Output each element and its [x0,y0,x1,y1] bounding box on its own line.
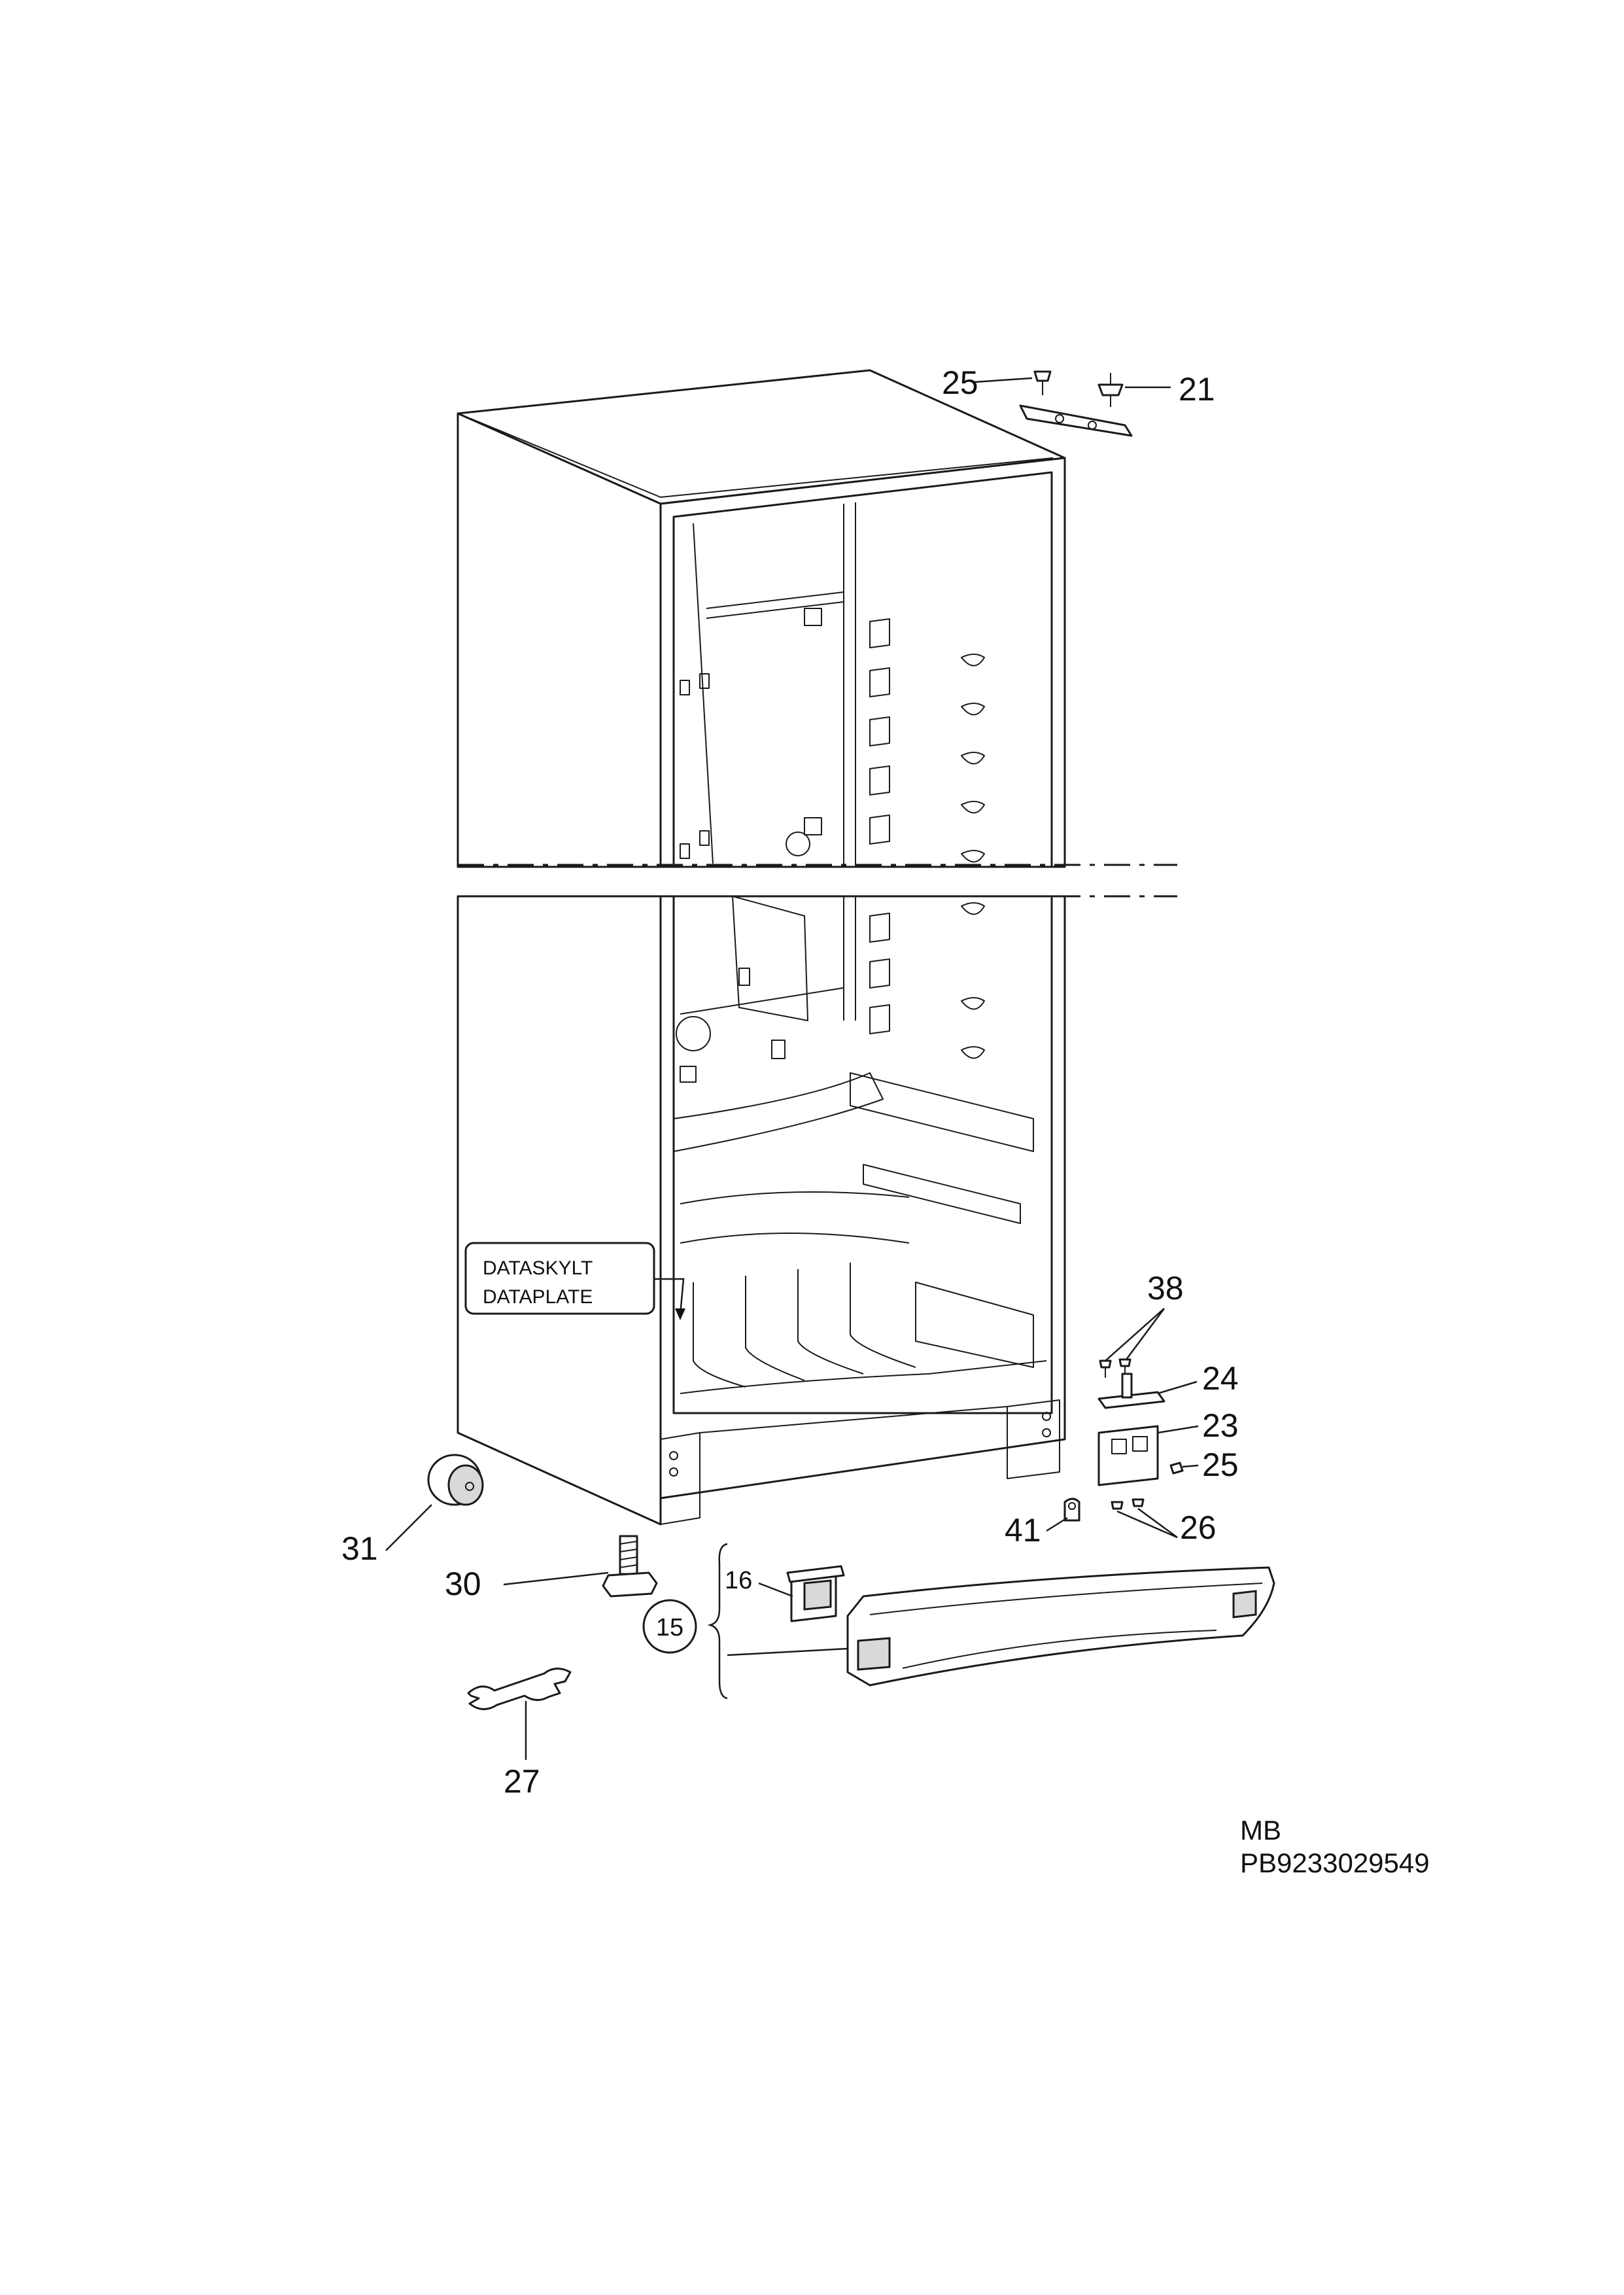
callout-23: 23 [1202,1407,1239,1444]
footer-line1: MB [1240,1815,1281,1846]
callout-41: 41 [1005,1512,1041,1549]
callout-38: 38 [1147,1270,1184,1306]
part-31-knob [385,1454,484,1551]
part-30-foot [503,1535,658,1598]
callout-27: 27 [504,1763,540,1800]
top-hinge-parts [974,370,1171,437]
callout-24: 24 [1202,1360,1239,1397]
callout-30: 30 [445,1566,481,1602]
footer-line2: PB9233029549 [1240,1848,1430,1878]
callout-15: 15 [656,1614,683,1641]
part-27-wrench [467,1668,572,1760]
callout-26: 26 [1180,1509,1217,1546]
callout-31: 31 [341,1530,378,1567]
data-label-line1: DATASKYLT [483,1257,593,1279]
data-plate-label: DATASKYLT DATAPLATE [464,1242,685,1320]
callout-21: 21 [1179,371,1215,408]
callout-16: 16 [725,1567,752,1594]
cabinet-body [457,369,1066,868]
callout-25-hinge: 25 [1202,1446,1239,1483]
callout-25-top: 25 [942,364,978,401]
diagram-footer: MB PB9233029549 [1240,1815,1430,1878]
bottom-hinge-parts [1046,1308,1199,1539]
data-label-line2: DATAPLATE [483,1286,593,1308]
callout-labels: 25 21 38 24 23 25 26 41 31 30 16 15 27 [341,364,1239,1800]
part-16-15-group [642,1543,1275,1700]
cabinet-body-lower [457,895,1066,1526]
